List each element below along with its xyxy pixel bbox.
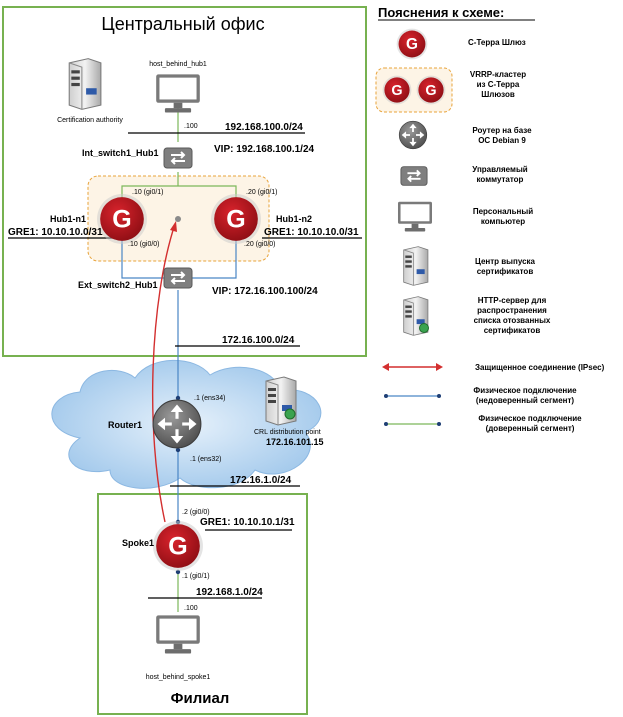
router1-ens34: .1 (ens34) xyxy=(194,395,226,402)
host-spoke-port: .100 xyxy=(184,605,198,612)
legend-ca-1: Центр выпуска xyxy=(475,257,536,266)
vip-point xyxy=(175,216,181,222)
legend-ipsec: Защищенное соединение (IPsec) xyxy=(475,363,605,372)
ext-switch-icon xyxy=(163,266,193,290)
ipsec-tunnel-line xyxy=(152,223,176,523)
legend-switch-icon xyxy=(400,165,428,187)
net-192-168-100: 192.168.100.0/24 xyxy=(225,122,303,133)
net-192-168-1: 192.168.1.0/24 xyxy=(196,587,263,598)
legend-trusted-2: (доверенный сегмент) xyxy=(486,424,575,433)
central-office-title: Центральный офис xyxy=(101,14,264,34)
central-office-frame xyxy=(2,6,367,357)
ext-switch-vip: VIP: 172.16.100.100/24 xyxy=(212,286,318,297)
ipsec-arrow-head xyxy=(170,221,177,232)
host-spoke-label: host_behind_spoke1 xyxy=(146,674,211,681)
legend-ipsec-arrow-left xyxy=(382,363,389,371)
host-hub1-port: .100 xyxy=(184,123,198,130)
legend-vrrp-2: из С-Терра xyxy=(477,80,520,89)
spoke1-gateway-icon xyxy=(153,521,203,571)
legend-pc-icon xyxy=(398,201,432,232)
ca-label: Certification authority xyxy=(57,117,123,124)
hub2-label: Hub1-n2 xyxy=(276,214,312,224)
legend-ca-server-icon xyxy=(403,246,429,286)
legend-vrrp-1: VRRP-кластер xyxy=(470,70,526,79)
legend-ipsec-arrow-right xyxy=(436,363,443,371)
legend-http-3: списка отозванных xyxy=(474,316,551,325)
net-172-16-1: 172.16.1.0/24 xyxy=(230,475,292,486)
legend-untrusted-1: Физическое подключение xyxy=(473,386,577,395)
branch-title: Филиал xyxy=(171,690,230,707)
int-switch-label: Int_switch1_Hub1 xyxy=(82,148,159,158)
hub1-n2-gateway-icon xyxy=(211,194,261,244)
hub1-gi00: .10 (gi0/0) xyxy=(128,241,160,248)
trusted-links xyxy=(121,108,237,612)
crl-label: CRL distribution point xyxy=(254,429,321,436)
legend-vrrp-gw2-icon xyxy=(416,75,446,105)
hub2-gi00: .20 (gi0/0) xyxy=(244,241,276,248)
crl-ip: 172.16.101.15 xyxy=(266,437,324,447)
legend-trusted-1: Физическое подключение xyxy=(478,414,582,423)
legend-vrrp-3: Шлюзов xyxy=(481,90,515,99)
legend: Пояснения к схеме: С-Терра Шлюз VRRP-кла… xyxy=(375,5,605,433)
host-behind-hub1-pc-icon xyxy=(156,74,200,113)
legend-switch-2: коммутатор xyxy=(477,175,524,184)
spoke1-label: Spoke1 xyxy=(122,538,154,548)
legend-router-icon xyxy=(398,120,428,150)
legend-http-4: сертификатов xyxy=(484,326,541,335)
int-switch-icon xyxy=(163,146,193,170)
legend-router-2: ОС Debian 9 xyxy=(478,136,526,145)
legend-http-2: распространения xyxy=(477,306,547,315)
host-behind-spoke1-pc-icon xyxy=(156,615,200,654)
hub1-gre: GRE1: 10.10.10.0/31 xyxy=(8,227,103,238)
hub2-gi01: .20 (gi0/1) xyxy=(246,189,278,196)
router1-ens32: .1 (ens32) xyxy=(190,456,222,463)
router1-icon xyxy=(151,398,203,450)
ext-switch-label: Ext_switch2_Hub1 xyxy=(78,280,158,290)
host-hub1-label: host_behind_hub1 xyxy=(149,61,207,68)
legend-title: Пояснения к схеме: xyxy=(378,5,504,20)
crl-globe-icon xyxy=(284,408,296,420)
legend-pc-1: Персональный xyxy=(473,207,533,216)
int-switch-vip: VIP: 192.168.100.1/24 xyxy=(214,144,315,155)
legend-untrusted-2: (недоверенный сегмент) xyxy=(476,396,574,405)
legend-http-globe-icon xyxy=(419,323,429,333)
legend-ca-2: сертификатов xyxy=(477,267,534,276)
spoke1-gi01: .1 (gi0/1) xyxy=(182,573,210,580)
hub1-gi01: .10 (gi0/1) xyxy=(132,189,164,196)
spoke1-gre: GRE1: 10.10.10.1/31 xyxy=(200,517,295,528)
legend-router-1: Роутер на базе xyxy=(472,126,532,135)
hub1-label: Hub1-n1 xyxy=(50,214,86,224)
legend-pc-2: компьютер xyxy=(481,217,525,226)
hub1-n1-gateway-icon xyxy=(97,194,147,244)
spoke1-gi00: .2 (gi0/0) xyxy=(182,509,210,516)
legend-gateway: С-Терра Шлюз xyxy=(468,38,526,47)
legend-switch-1: Управляемый xyxy=(472,165,527,174)
legend-vrrp-gw1-icon xyxy=(382,75,412,105)
legend-gateway-icon xyxy=(396,28,428,60)
branch-frame xyxy=(97,493,308,715)
legend-http-1: HTTP-сервер для xyxy=(478,296,547,305)
network-bars xyxy=(8,132,362,599)
net-172-16-100: 172.16.100.0/24 xyxy=(222,335,295,346)
hub2-gre: GRE1: 10.10.10.0/31 xyxy=(264,227,359,238)
certification-authority-server-icon xyxy=(68,58,102,110)
router1-label: Router1 xyxy=(108,420,142,430)
